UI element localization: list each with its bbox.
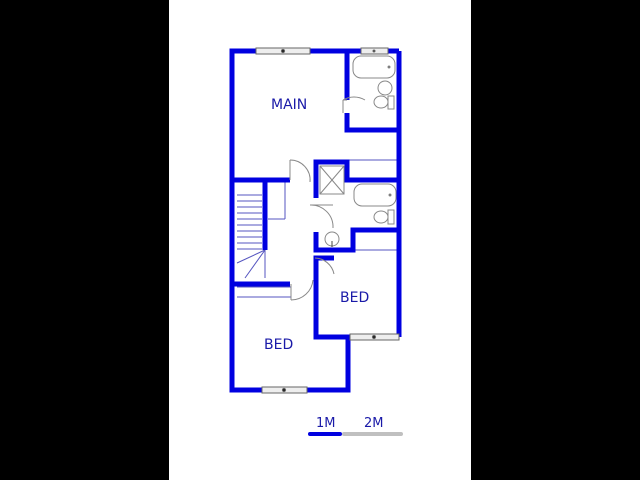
floorplan-canvas: MAIN BED BED 1M 2M xyxy=(169,0,471,480)
thin-lines xyxy=(236,131,399,298)
scale-label-1m: 1M xyxy=(316,416,336,431)
windows xyxy=(255,47,400,394)
fixtures xyxy=(319,55,397,247)
scale-segment-2m xyxy=(342,432,403,436)
scale-segment-1m xyxy=(308,432,342,436)
room-label-bed-right: BED xyxy=(340,290,370,306)
scale-label-2m: 2M xyxy=(364,416,384,431)
walls xyxy=(229,48,402,393)
room-label-bed-left: BED xyxy=(264,337,294,353)
doors xyxy=(289,96,366,301)
room-label-main: MAIN xyxy=(271,97,308,113)
